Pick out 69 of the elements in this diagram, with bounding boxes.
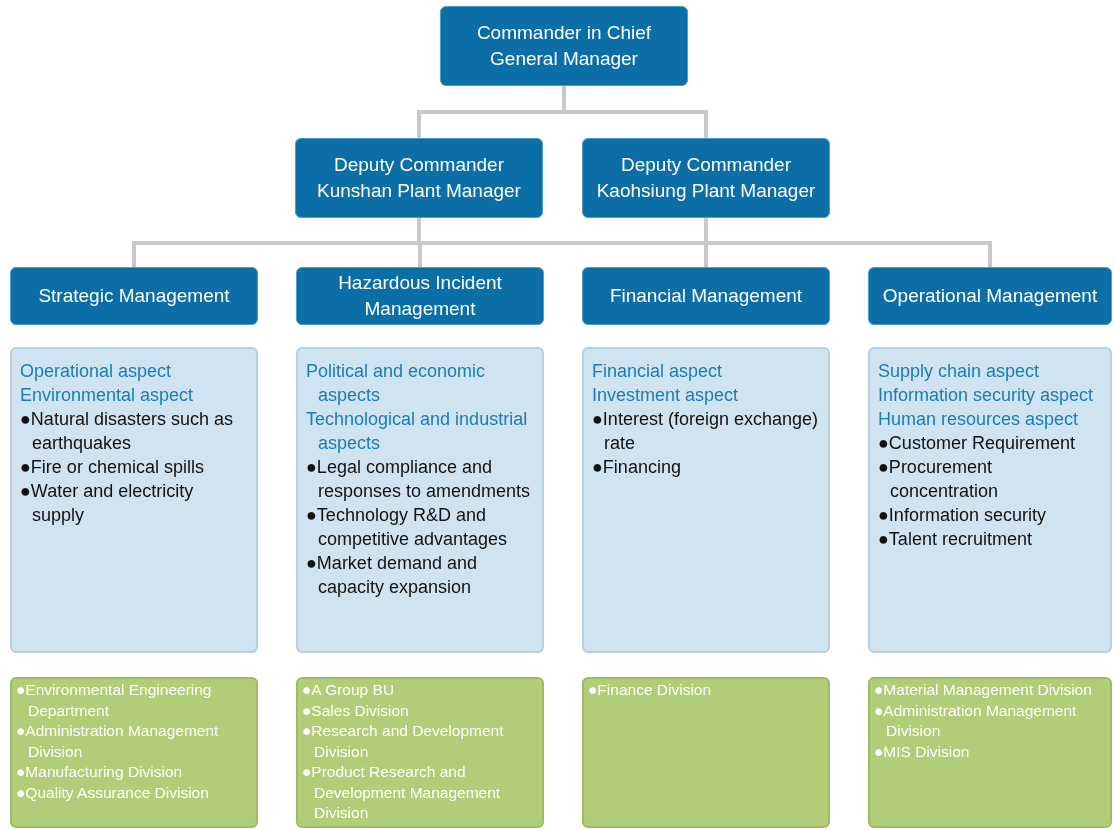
bullet-item: ●Information security bbox=[878, 504, 1047, 527]
bullet-item: ●Product Research and Development Management Division bbox=[302, 762, 502, 823]
bullet-item: ●Financing bbox=[592, 456, 682, 479]
bullet-item: ●Natural disasters such as earthquakes bbox=[20, 408, 234, 455]
title-text: Commander in Chief bbox=[476, 21, 652, 45]
bullet-item: ●Talent recruitment bbox=[878, 528, 1033, 551]
bullet-item: ●Quality Assurance Division bbox=[16, 782, 210, 803]
bullet-item: ●A Group BU bbox=[302, 680, 396, 700]
bullet-item: ●Administration Management Division bbox=[16, 721, 220, 762]
connector-line bbox=[417, 110, 708, 114]
aspect-heading: Investment aspect bbox=[592, 384, 740, 407]
bullet-item: ●Customer Requirement bbox=[878, 432, 1076, 455]
bullet-item: ●Fire or chemical spills bbox=[20, 456, 205, 479]
title-text: Kaohsiung Plant Manager bbox=[596, 179, 816, 203]
title-text: General Manager bbox=[490, 47, 638, 71]
risk-box bbox=[582, 347, 830, 653]
title-text: Financial Management bbox=[609, 284, 803, 308]
aspect-heading: Technological and industrial aspects bbox=[306, 408, 529, 455]
bullet-item: ●Procurement concentration bbox=[878, 456, 1000, 503]
aspect-heading: Human resources aspect bbox=[878, 408, 1080, 431]
risk-box bbox=[10, 347, 258, 653]
bullet-item: ●Manufacturing Division bbox=[16, 762, 184, 782]
connector-line bbox=[132, 243, 136, 267]
risk-box bbox=[868, 347, 1112, 653]
bullet-item: ●Finance Division bbox=[588, 680, 713, 700]
connector-line bbox=[704, 218, 708, 243]
bullet-item: ●Administration Management Division bbox=[874, 700, 1078, 741]
bullet-item: ●Research and Development Division bbox=[302, 721, 505, 762]
division-box bbox=[10, 677, 258, 828]
bullet-item: ●MIS Division bbox=[874, 741, 971, 762]
title-text: Deputy Commander bbox=[621, 153, 791, 177]
aspect-heading: Supply chain aspect bbox=[878, 360, 1041, 383]
title-text: Strategic Management bbox=[38, 284, 230, 308]
title-box bbox=[582, 267, 830, 325]
aspect-heading: Financial aspect bbox=[592, 360, 724, 383]
connector-line bbox=[704, 112, 708, 138]
title-text: Kunshan Plant Manager bbox=[317, 179, 521, 203]
title-text: Hazardous Incident Management bbox=[337, 271, 503, 321]
connector-line bbox=[562, 86, 566, 112]
title-box bbox=[868, 267, 1112, 325]
division-box bbox=[296, 677, 544, 828]
title-box bbox=[582, 138, 830, 218]
title-box bbox=[295, 138, 543, 218]
connector-line bbox=[704, 243, 708, 267]
title-box bbox=[10, 267, 258, 325]
aspect-heading: Political and economic aspects bbox=[306, 360, 487, 407]
bullet-item: ●Market demand and capacity expansion bbox=[306, 552, 478, 599]
title-text: Deputy Commander bbox=[334, 153, 504, 177]
bullet-item: ●Interest (foreign exchange) rate bbox=[592, 408, 819, 455]
bullet-item: ●Material Management Division bbox=[874, 680, 1093, 700]
connector-line bbox=[988, 243, 992, 267]
bullet-item: ●Environmental Engineering Department bbox=[16, 680, 213, 721]
connector-line bbox=[418, 243, 422, 267]
title-box bbox=[296, 267, 544, 325]
aspect-heading: Operational aspect bbox=[20, 360, 173, 383]
connector-line bbox=[417, 112, 421, 138]
risk-box bbox=[296, 347, 544, 653]
division-box bbox=[868, 677, 1112, 828]
aspect-heading: Information security aspect bbox=[878, 384, 1095, 407]
bullet-item: ●Water and electricity supply bbox=[20, 480, 195, 527]
division-box bbox=[582, 677, 830, 828]
title-box bbox=[440, 6, 688, 86]
bullet-item: ●Sales Division bbox=[302, 700, 410, 721]
title-text: Operational Management bbox=[882, 284, 1098, 308]
bullet-item: ●Technology R&D and competitive advantages bbox=[306, 504, 509, 551]
aspect-heading: Environmental aspect bbox=[20, 384, 195, 407]
connector-line bbox=[417, 218, 421, 243]
connector-line bbox=[132, 241, 992, 245]
bullet-item: ●Legal compliance and responses to amendments bbox=[306, 456, 532, 503]
